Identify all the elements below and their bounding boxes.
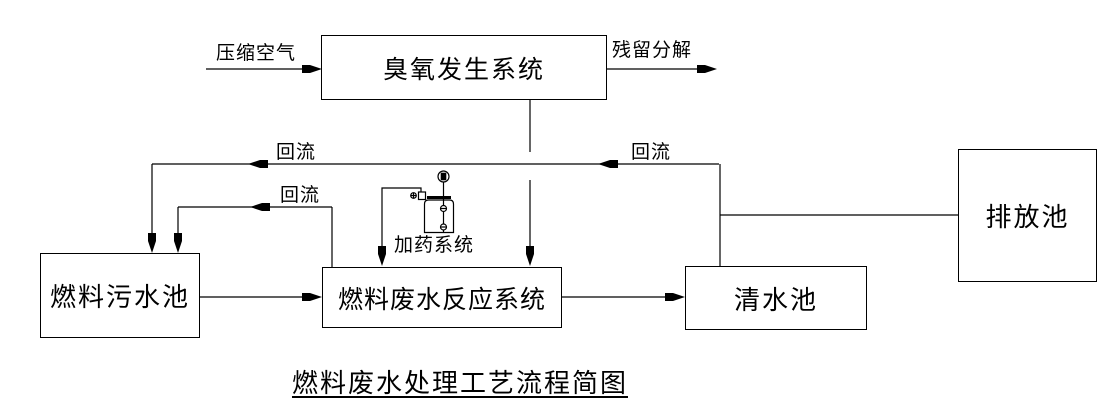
label-dosing-system: 加药系统 (394, 234, 475, 256)
dosing-valve-box (417, 191, 427, 201)
box-discharge-pool: 排放池 (958, 149, 1097, 282)
box-label: 燃料污水池 (49, 283, 190, 313)
label-backflow-right: 回流 (631, 141, 672, 163)
arrow-down-icon (174, 233, 182, 253)
box-label: 清水池 (733, 285, 818, 316)
box-label: 排放池 (985, 203, 1070, 233)
label-backflow-lower-left: 回流 (280, 184, 321, 206)
box-label: 臭氧发生系统 (382, 54, 545, 84)
arrow-down-icon (148, 233, 156, 253)
box-ozone-generation-system: 臭氧发生系统 (321, 35, 607, 100)
arrow-left-icon (248, 160, 268, 168)
label-backflow-upper-left: 回流 (276, 141, 317, 163)
arrow-left-icon (250, 203, 270, 211)
box-fuel-wastewater-reaction-system: 燃料废水反应系统 (322, 267, 562, 328)
label-compressed-air: 压缩空气 (216, 42, 297, 64)
arrow-left-icon (598, 160, 618, 168)
dosing-tank-body (423, 199, 455, 234)
dosing-system-icon (410, 170, 455, 234)
diagram-title: 燃料废水处理工艺流程简图 (291, 369, 628, 399)
label-residual-decomposition: 残留分解 (612, 39, 693, 61)
arrow-down-icon (526, 246, 534, 266)
arrow-down-icon (378, 246, 386, 266)
arrow-right-icon (302, 65, 322, 73)
arrow-right-icon (302, 293, 322, 301)
stirrer-motor-core (440, 172, 447, 181)
arrow-right-icon (665, 293, 685, 301)
box-clear-water-pool: 清水池 (685, 266, 867, 330)
box-fuel-sewage-pool: 燃料污水池 (40, 253, 200, 338)
dosing-pipe-line (381, 187, 422, 247)
arrow-right-icon (697, 65, 717, 73)
box-label: 燃料废水反应系统 (337, 284, 546, 314)
